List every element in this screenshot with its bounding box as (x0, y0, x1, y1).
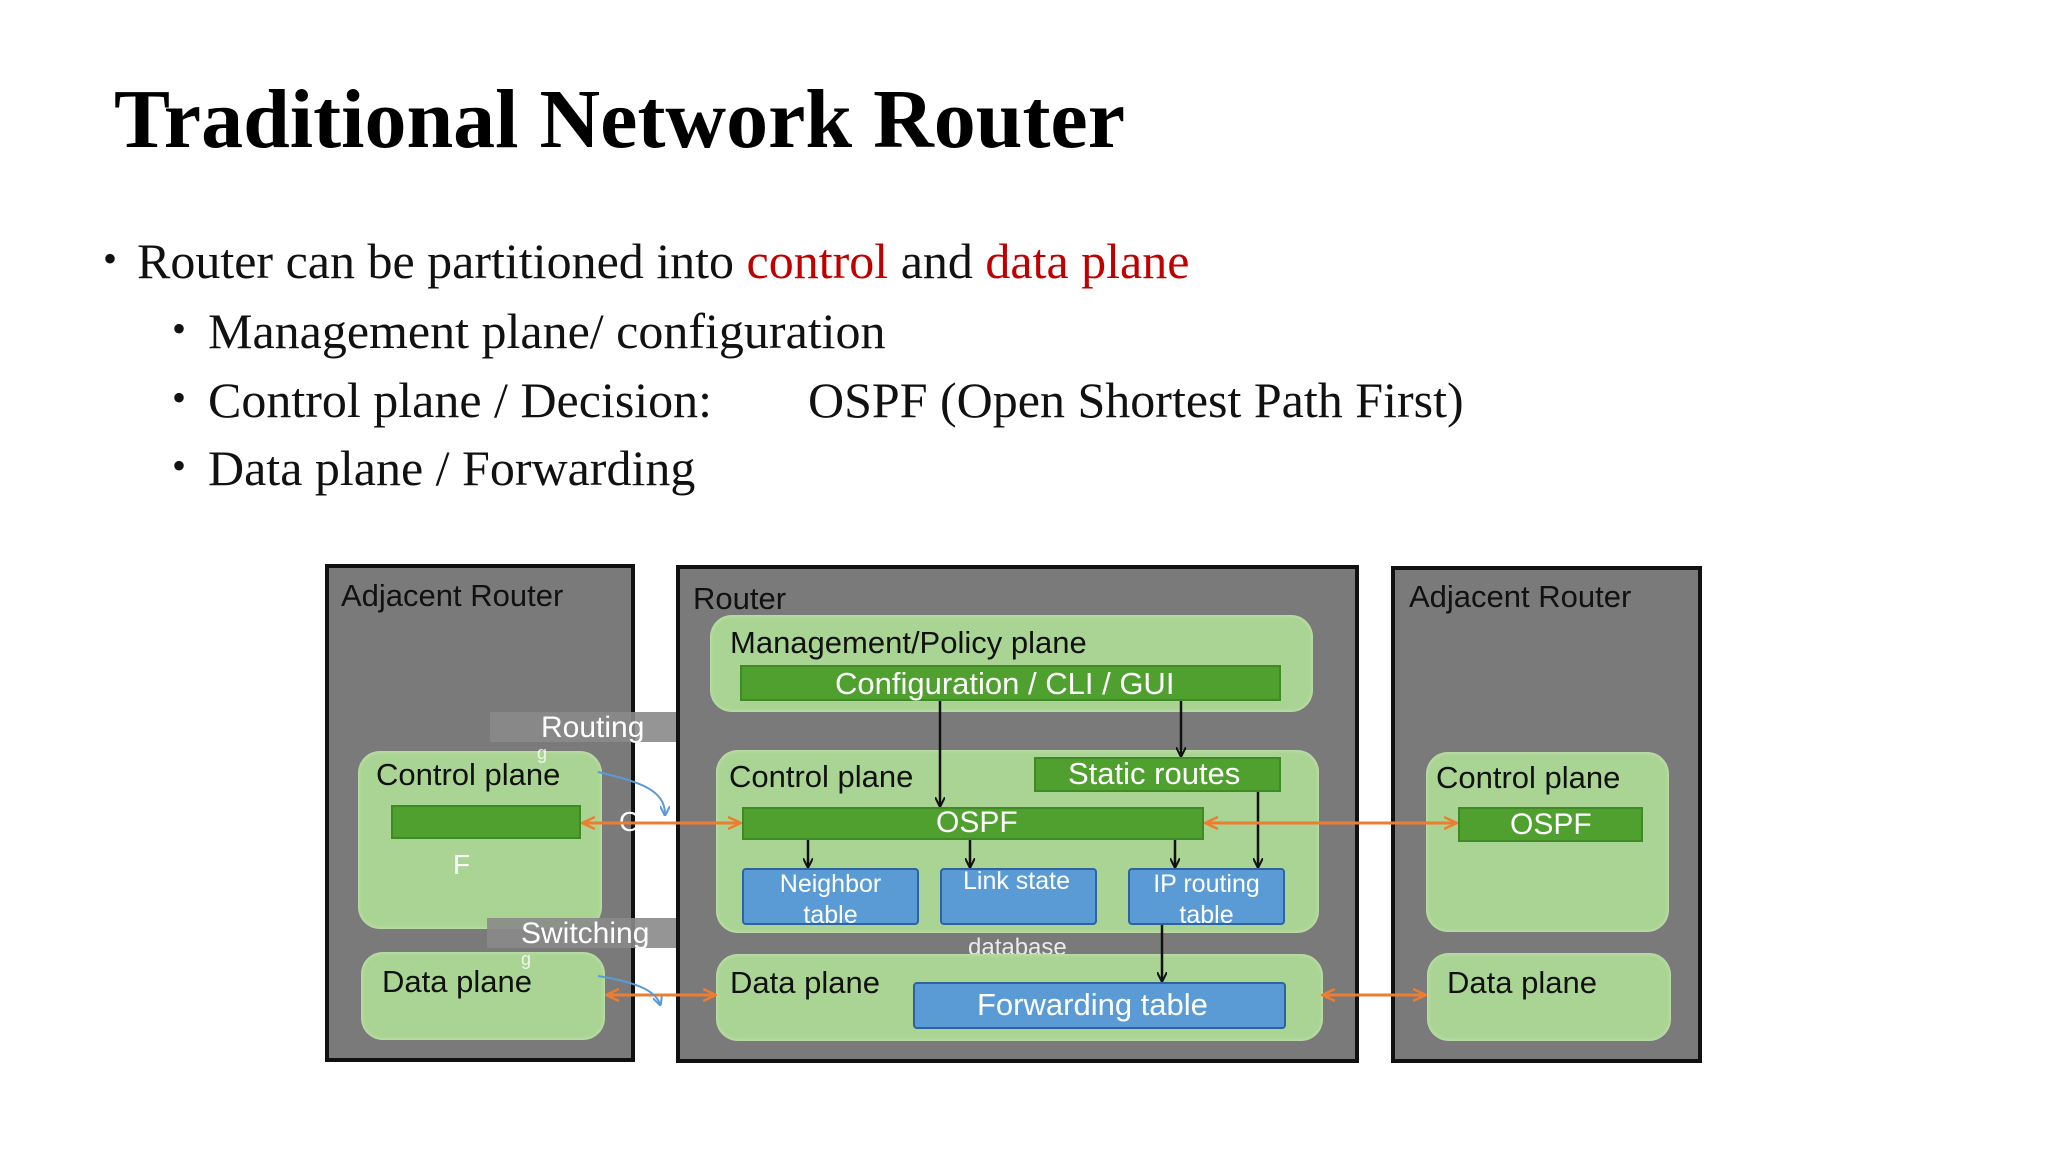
sub-bullet-management: Management plane/ configuration (208, 303, 886, 359)
routing-curve-arrow (597, 771, 665, 814)
center-ospf-label: OSPF (936, 806, 1018, 839)
sub-bullet-control: Control plane / Decision: (208, 372, 713, 428)
link-state-label: Link state (963, 867, 1071, 895)
center-ospf-bar (742, 807, 1204, 840)
forwarding-table-label: Forwarding table (977, 987, 1208, 1022)
switching-label-frag: g (521, 949, 532, 969)
center-control-label: Control plane (729, 759, 914, 794)
neighbor-table-box (742, 868, 919, 925)
neighbor-table-label: Neighbor table (779, 870, 882, 929)
bullet-main-mid: and (888, 233, 986, 289)
left-data-plane (361, 952, 605, 1040)
routing-label-bg (490, 712, 694, 742)
bullet-main: Router can be partitioned into control a… (137, 236, 1189, 286)
sub-bullet-data: Data plane / Forwarding (208, 440, 696, 496)
right-data-label: Data plane (1447, 965, 1597, 1000)
left-control-plane (358, 751, 602, 929)
sub-bullet-dot: • (172, 306, 187, 351)
switching-curve-arrow (597, 975, 660, 1004)
left-frag-f: F (453, 849, 471, 880)
routing-label: Routing (541, 711, 645, 744)
routing-label-frag: g (537, 743, 548, 763)
config-label: Configuration / CLI / GUI (835, 666, 1175, 701)
link-state-box (940, 868, 1097, 925)
forwarding-table-box (913, 982, 1286, 1029)
center-data-label: Data plane (730, 965, 880, 1000)
bullet-dot: • (103, 236, 118, 281)
left-data-label: Data plane (382, 964, 532, 999)
left-ospf-bar (391, 805, 581, 839)
sub-bullet-dot: • (172, 443, 187, 488)
management-label: Management/Policy plane (730, 625, 1087, 660)
right-router-title: Adjacent Router (1409, 579, 1632, 614)
right-ospf-label: OSPF (1510, 808, 1592, 841)
right-control-plane (1426, 752, 1669, 932)
right-ospf-bar (1458, 807, 1643, 842)
static-routes-bar (1034, 757, 1281, 792)
right-control-label: Control plane (1436, 760, 1621, 795)
switching-label: Switching (521, 917, 650, 950)
left-control-label: Control plane (376, 757, 561, 792)
highlight-data-plane: data plane (985, 233, 1190, 289)
right-data-plane (1427, 953, 1671, 1041)
config-bar (740, 665, 1281, 701)
switching-label-bg (487, 918, 691, 948)
bullet-main-text: Router can be partitioned into (137, 233, 747, 289)
ip-routing-table-box (1128, 868, 1285, 925)
center-router-title: Router (693, 581, 787, 616)
slide-title: Traditional Network Router (114, 73, 1125, 166)
left-router-title: Adjacent Router (341, 578, 564, 613)
sub-bullet-dot: • (172, 375, 187, 420)
sub-bullet-ospf: OSPF (Open Shortest Path First) (808, 372, 1464, 428)
highlight-control: control (746, 233, 889, 289)
ip-routing-table-label: IP routing table (1153, 870, 1260, 929)
static-routes-label: Static routes (1068, 756, 1241, 791)
